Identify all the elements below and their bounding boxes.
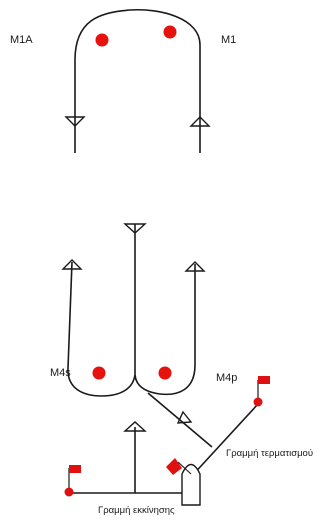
mark-m4s <box>92 366 106 380</box>
committee-boat-flag <box>166 458 182 475</box>
upper-right-arrow-up-icon <box>189 116 211 127</box>
finish-flag <box>258 376 270 384</box>
mark-m1a <box>95 33 109 47</box>
label-m4p: M4p <box>216 372 237 384</box>
gate-right-loop <box>134 264 196 396</box>
finish-line <box>189 403 259 479</box>
mark-m4p <box>158 366 172 380</box>
center-arrow-down-icon <box>123 223 147 234</box>
finish-approach-arrow-icon <box>176 410 193 424</box>
start-upwind-arrow-up-icon <box>123 421 147 432</box>
start-line-label: Γραμμή εκκίνησης <box>98 505 175 516</box>
committee-boat-flag-pole <box>177 461 192 475</box>
label-m1a: M1A <box>10 34 33 46</box>
mark-m1 <box>163 25 177 39</box>
gate-right-arrow-up-icon <box>184 261 206 272</box>
upper-left-arrow-down-icon <box>64 116 86 127</box>
finish-line-label: Γραμμή τερματισμού <box>226 448 313 459</box>
start-mark-buoy <box>64 487 74 497</box>
committee-boat-icon <box>181 463 201 506</box>
label-m1: M1 <box>221 34 236 46</box>
gate-left-arrow-up-icon <box>61 259 83 270</box>
start-flag <box>69 465 81 473</box>
finish-mark-buoy <box>253 397 263 407</box>
label-m4s: M4s <box>50 367 71 379</box>
gate-left-loop <box>67 261 136 397</box>
upper-course-loop <box>74 8 201 153</box>
